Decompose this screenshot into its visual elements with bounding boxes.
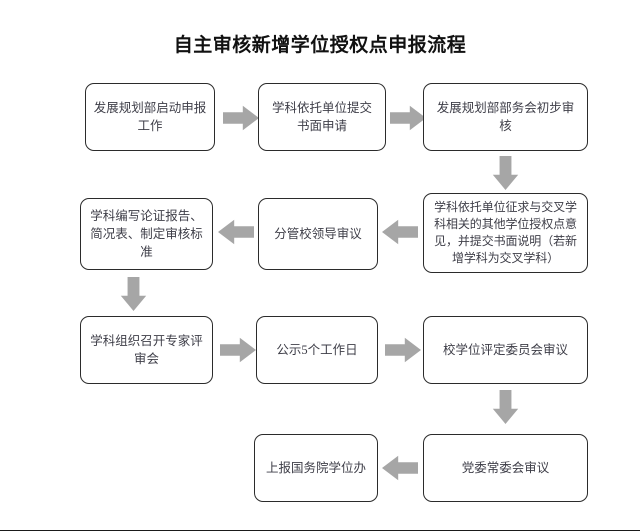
flow-node-label: 学科组织召开专家评审会 xyxy=(90,333,203,366)
flow-node-label: 发展规划部部务会初步审核 xyxy=(436,100,575,133)
arrow-right-n8-n9 xyxy=(385,337,421,363)
flow-node-label: 上报国务院学位办 xyxy=(265,460,366,475)
arrow-right-n2-n3 xyxy=(390,105,426,131)
arrow-right-n7-n8 xyxy=(220,337,256,363)
arrow-left-n4-n5 xyxy=(382,219,418,245)
flow-node-label: 校学位评定委员会审议 xyxy=(442,342,568,357)
flow-node-label: 发展规划部启动申报工作 xyxy=(93,100,207,133)
flow-node-label: 学科依托单位提交书面申请 xyxy=(271,100,372,133)
flow-node-n1[interactable]: 发展规划部启动申报工作 xyxy=(85,83,215,151)
arrow-down-n3-n4 xyxy=(492,156,519,190)
flow-node-n5[interactable]: 分管校领导审议 xyxy=(258,198,378,270)
flow-node-n10[interactable]: 党委常委会审议 xyxy=(423,434,588,502)
arrow-down-n6-n7 xyxy=(120,277,147,311)
flow-node-n3[interactable]: 发展规划部部务会初步审核 xyxy=(423,83,588,151)
arrow-down-n9-n10 xyxy=(492,390,519,424)
flow-node-label: 学科编写论证报告、简况表、制定审核标准 xyxy=(90,208,203,260)
flow-node-label: 党委常委会审议 xyxy=(461,460,550,475)
flow-node-label: 公示5个工作日 xyxy=(276,342,358,357)
flow-node-label: 分管校领导审议 xyxy=(274,226,362,241)
arrow-right-n1-n2 xyxy=(223,105,259,131)
flow-node-n9[interactable]: 校学位评定委员会审议 xyxy=(423,316,588,384)
page-title: 自主审核新增学位授权点申报流程 xyxy=(173,35,467,56)
flow-node-n7[interactable]: 学科组织召开专家评审会 xyxy=(80,316,213,384)
arrow-left-n10-n11 xyxy=(382,455,418,481)
flow-node-label: 学科依托单位征求与交叉学科相关的其他学位授权点意见，并提交书面说明（若新增学科为… xyxy=(434,199,577,266)
flow-node-n4[interactable]: 学科依托单位征求与交叉学科相关的其他学位授权点意见，并提交书面说明（若新增学科为… xyxy=(423,193,588,273)
arrow-left-n5-n6 xyxy=(218,219,254,245)
flow-node-n11[interactable]: 上报国务院学位办 xyxy=(254,434,378,502)
flow-node-n2[interactable]: 学科依托单位提交书面申请 xyxy=(258,83,386,151)
flow-node-n8[interactable]: 公示5个工作日 xyxy=(256,316,378,384)
flow-node-n6[interactable]: 学科编写论证报告、简况表、制定审核标准 xyxy=(80,198,213,270)
